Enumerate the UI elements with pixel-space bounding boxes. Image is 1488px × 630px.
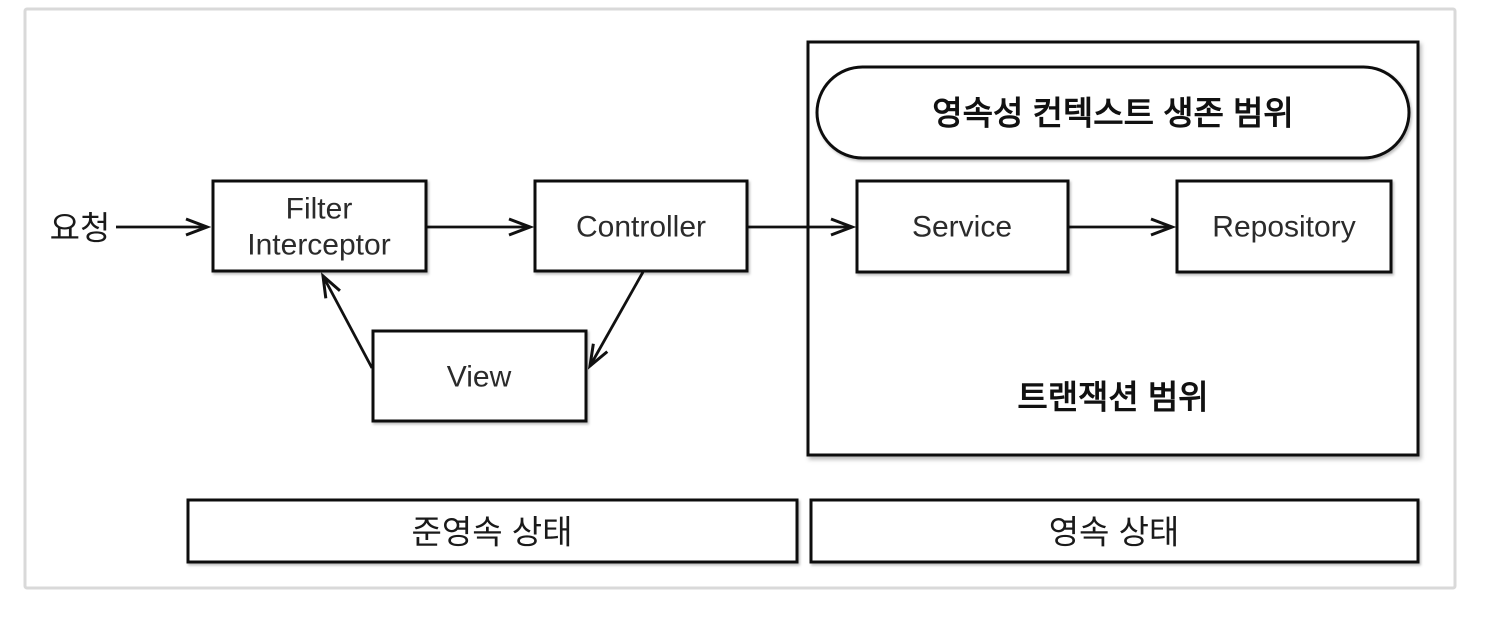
state-bar-persistent: 영속 상태 [809,498,1420,564]
state-bar-detached: 준영속 상태 [186,498,799,564]
view-box [371,329,588,423]
arrow-view-to-filter [323,276,374,369]
persistence-context-stadium [815,65,1411,160]
controller-label: Controller [576,211,706,244]
node-view: View [371,329,588,423]
flow-arrows [116,227,1172,368]
service-box [855,179,1070,274]
persistent-state-box [809,498,1420,564]
detached-state-box [186,498,799,564]
controller-box [533,179,749,273]
view-label: View [447,361,512,394]
service-label: Service [912,211,1012,244]
repository-box [1175,179,1393,274]
node-service: Service [855,179,1070,274]
request-label: 요청 [50,210,111,247]
node-controller: Controller [533,179,749,273]
persistence-context-label: 영속성 컨텍스트 생존 범위 [932,95,1293,132]
node-filter-interceptor: Filter Interceptor [211,179,428,273]
interceptor-label: Interceptor [247,229,390,262]
node-repository: Repository [1175,179,1393,274]
repository-label: Repository [1212,211,1355,244]
arrow-controller-to-view [590,271,645,366]
persistent-state-label: 영속 상태 [1049,514,1180,551]
transaction-scope-label: 트랜잭션 범위 [1017,379,1208,416]
filter-interceptor-box [211,179,428,273]
detached-state-label: 준영속 상태 [412,514,573,551]
filter-label: Filter [286,193,353,226]
